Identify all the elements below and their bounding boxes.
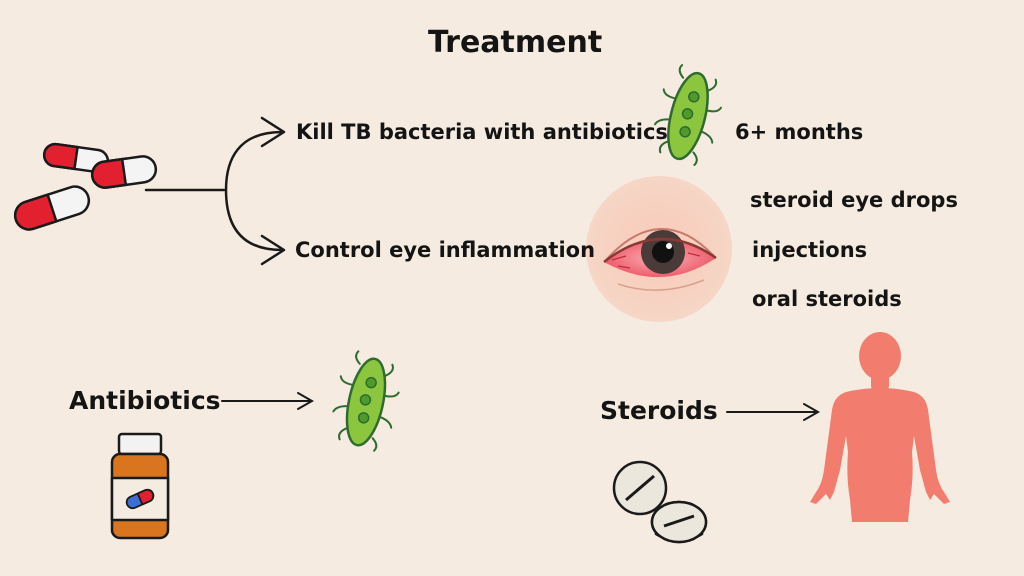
arrow-head-bottom [260, 234, 286, 266]
red-eye-icon [586, 176, 732, 322]
branch-connector [144, 116, 286, 266]
page-title: Treatment [428, 25, 603, 60]
duration-label: 6+ months [735, 120, 864, 144]
option-injections: injections [752, 238, 868, 262]
arrow-head-top [260, 116, 286, 148]
steroid-pills-icon [612, 460, 708, 544]
antibiotics-label: Antibiotics [69, 386, 221, 415]
branch-label-inflammation: Control eye inflammation [295, 238, 596, 262]
option-steroid-eye-drops: steroid eye drops [750, 188, 958, 212]
medicine-bottle-icon [110, 432, 170, 540]
option-oral-steroids: oral steroids [752, 287, 902, 311]
arrow-steroids [726, 403, 821, 421]
human-body-icon [810, 332, 950, 522]
branch-label-antibiotics: Kill TB bacteria with antibiotics [296, 120, 668, 144]
bacteria-icon-top [654, 64, 722, 166]
arrow-antibiotics [221, 392, 315, 410]
capsules-icon [13, 142, 158, 231]
bacteria-icon-bottom [332, 350, 400, 452]
steroids-label: Steroids [600, 396, 718, 425]
